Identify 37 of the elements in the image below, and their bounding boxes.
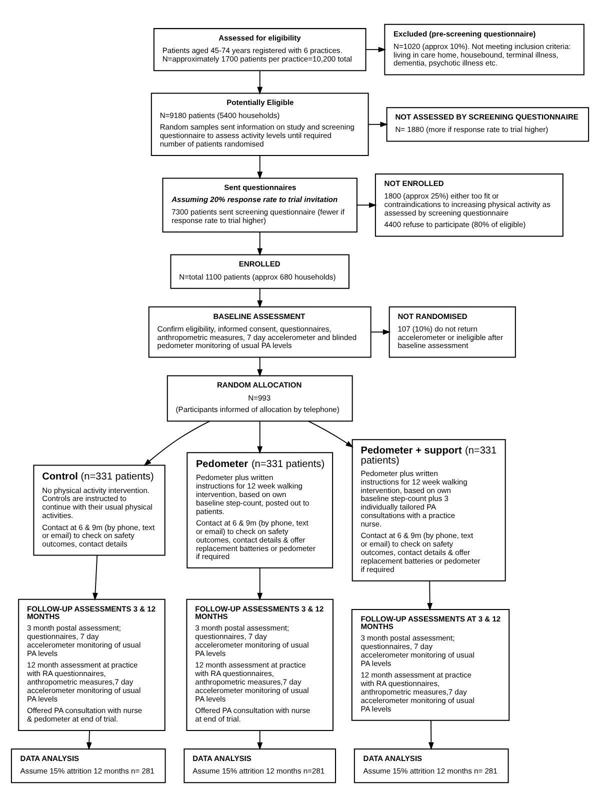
node-box: Potentially Eligible N=9180 patients (5400 households) Random samples sent information on study and screening questionnaire to assess activity levels until required number of patients randomised: [150, 92, 369, 156]
node-box: Pedometer (n=331 patients) Pedometer plus written instructions for 12 week walking intervention, based on own baseline step-count, posted out to patients. Contact at 6 & 9m (by phone, text or email) to check on safety outcomes, contact details & offer replacement batteries or pedometer if required: [186, 452, 334, 568]
arrow: [144, 420, 210, 466]
node-box: NOT ENROLLED 1800 (approx 25%) either too fit or contraindications to increasing physical activity as assessed by screening questionnaire 4400 refuse to participate (80% of eligible): [374, 174, 564, 237]
arrow: [257, 288, 263, 308]
node-box: FOLLOW-UP ASSESSMENTS 3 & 12 MONTHS 3 month postal assessment; questionnaires, 7 day accelerometer monitoring of usual PA levels 12 month assessment at practice with RA questionnaires, anthropometric measures,7 day accelerometer monitoring of usual PA levels Offered PA consultation with nurse at end of trial.: [186, 598, 334, 732]
node-box: DATA ANALYSIS Assume 15% attrition 12 months n= 281: [10, 748, 166, 784]
node-box: FOLLOW-UP ASSESSMENTS AT 3 & 12 MONTHS 3 month postal assessment; questionnaires, 7 day accelerometer monitoring of usual PA levels 12 month assessment at practice with RA questionnaires, anthropometric measures,7 day accelerometer monitoring of usual PA levels: [351, 608, 510, 721]
arrow: [257, 70, 263, 95]
arrow: [257, 567, 263, 601]
node-box: Assessed for eligibility Patients aged 45-74 years registered with 6 practices. N=approximately 1700 patients per practice=10,200 total: [153, 28, 366, 72]
node-box: Excluded (pre-screening questionnaire) N=1020 (approx 10%). Not meeting inclusion criteria: living in care home, housebound, terminal illness, dementia, psychotic illness etc.: [384, 24, 584, 76]
node-box: ENROLLED N=total 1100 patients (approx 680 households): [170, 254, 350, 289]
node-box: NOT RANDOMISED 107 (10%) do not return accelerometer or ineligible after baseline assessment: [388, 306, 516, 358]
arrow: [92, 554, 98, 601]
arrow: [257, 356, 263, 378]
arrow: [428, 720, 434, 750]
node-box: BASELINE ASSESSMENT Confirm eligibility, informed consent, questionnaires, anthropometric measures, 7 day accelerometer and blinded pedometer monitoring of usual PA levels: [148, 306, 372, 358]
node-box: DATA ANALYSIS Assume 15% attrition 12 months n= 281: [354, 748, 509, 784]
arrow: [257, 730, 263, 750]
node-box: Control (n=331 patients) No physical activity intervention. Controls are instructed to continue with their usual physical activities. Contact at 6 & 9m (by phone, text or email) to check on safety outcomes, contact details: [33, 464, 166, 556]
node-box: NOT ASSESSED BY SCREENING QUESTIONNAIRE N= 1880 (more if response rate to trial higher): [386, 107, 590, 142]
arrow: [427, 580, 433, 611]
arrow: [370, 329, 391, 335]
node-box: DATA ANALYSIS Assume 15% attrition 12 months n=281: [184, 748, 336, 784]
node-box: Sent questionnaires Assuming 20% response rate to trial invitation 7300 patients sent screening questionnaire (fewer if response rate to trial higher): [162, 178, 358, 232]
arrow: [257, 420, 263, 454]
node-box: FOLLOW-UP ASSESSMENTS 3 & 12 MONTHS 3 month postal assessment; questionnaires, 7 day accelerometer monitoring of usual PA levels 12 month assessment at practice with RA questionnaires, anthropometric measures,7 day accelerometer monitoring of usual PA levels Offered PA consultation with nurse & pedometer at end of trial.: [18, 598, 166, 732]
arrow: [368, 122, 388, 128]
arrow: [257, 232, 263, 256]
arrow: [86, 730, 92, 750]
arrow: [257, 155, 263, 180]
arrow: [308, 420, 354, 448]
arrow: [365, 46, 386, 52]
node-box: Pedometer + support (n=331 patients) Pedometer plus written instructions for 12 week walking intervention, based on own baseline step-count plus 3 individually tailored PA consultations with a practice nurse. Contact at 6 & 9m (by phone, text or email) to check on safety outcomes, contact details & offer replacement batteries or pedometer if required: [352, 439, 506, 582]
arrow: [356, 202, 377, 208]
node-box: RANDOM ALLOCATION N=993 (Participants informed of allocation by telephone): [166, 375, 353, 422]
